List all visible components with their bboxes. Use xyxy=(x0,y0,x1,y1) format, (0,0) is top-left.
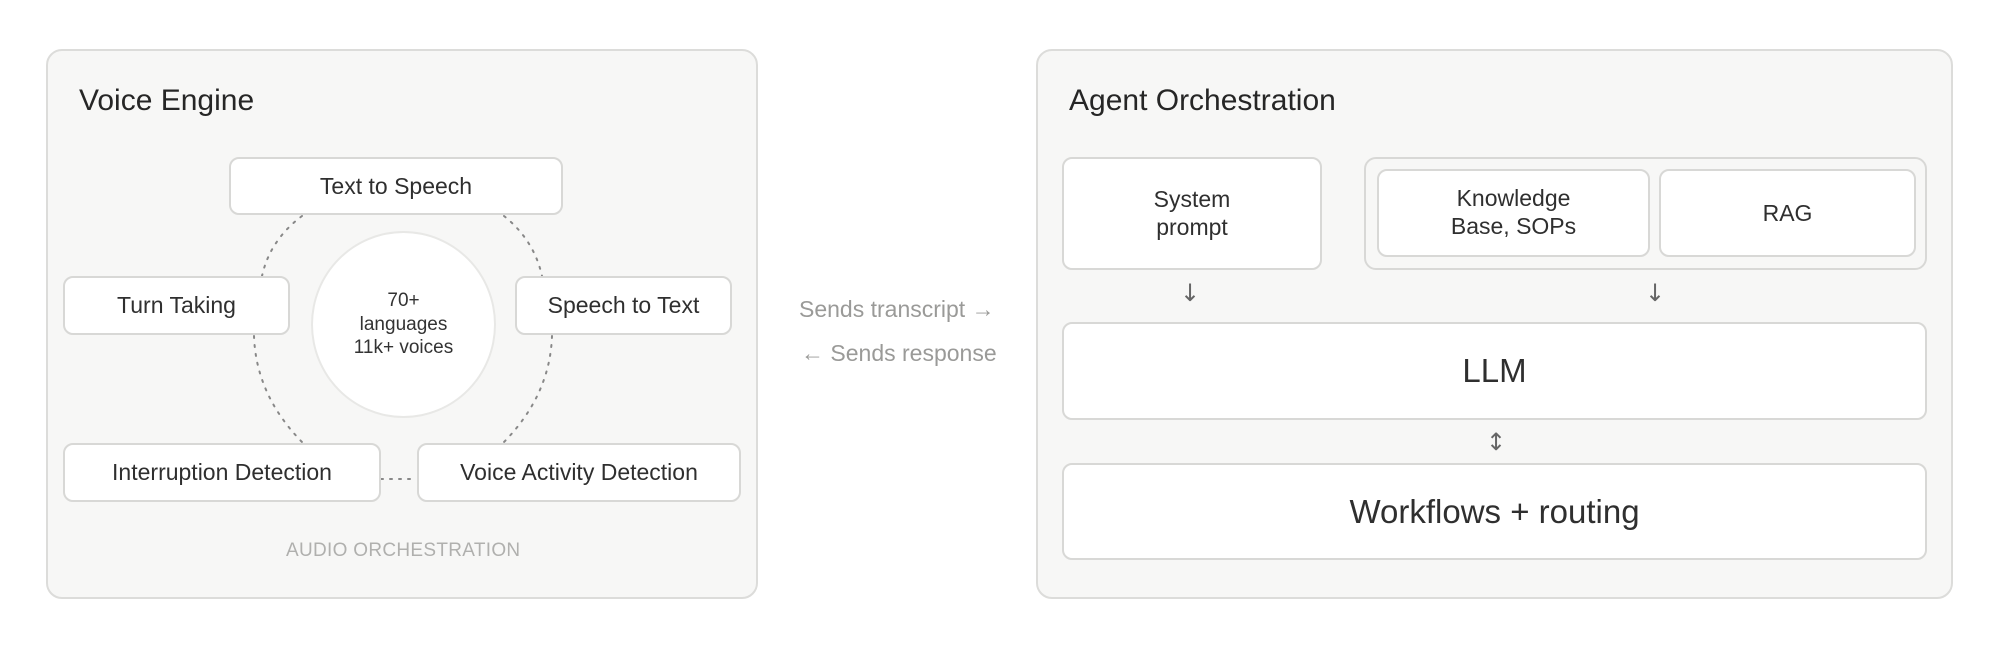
voice-engine-title: Voice Engine xyxy=(79,84,255,117)
arrow-down-icon: ↓ xyxy=(1645,279,1666,307)
workflows-routing-node: Workflows + routing xyxy=(1062,463,1927,560)
agent-orchestration-title: Agent Orchestration xyxy=(1069,84,1336,117)
interruption-detection-node: Interruption Detection xyxy=(63,443,381,502)
voice-activity-detection-node: Voice Activity Detection xyxy=(417,443,741,502)
stat-voices: 11k+ voices xyxy=(353,337,454,359)
sends-transcript-label: Sends transcript → xyxy=(799,296,995,322)
knowledge-base-node: Knowledge Base, SOPs xyxy=(1377,169,1650,257)
arrow-down-icon: ↓ xyxy=(1180,279,1201,307)
llm-node: LLM xyxy=(1062,322,1927,420)
text-to-speech-node: Text to Speech xyxy=(229,157,563,215)
sends-response-label: ← Sends response xyxy=(801,340,997,366)
system-prompt-node: System prompt xyxy=(1062,157,1322,270)
turn-taking-node: Turn Taking xyxy=(63,276,290,335)
bidirectional-arrow-icon: ↕ xyxy=(1486,428,1507,456)
stat-languages-count: 70+ xyxy=(387,289,420,311)
language-stats-circle: 70+ languages 11k+ voices xyxy=(311,231,496,418)
speech-to-text-node: Speech to Text xyxy=(515,276,732,335)
stat-languages-label: languages xyxy=(359,313,448,335)
audio-orchestration-label: AUDIO ORCHESTRATION xyxy=(286,540,521,561)
rag-node: RAG xyxy=(1659,169,1916,257)
